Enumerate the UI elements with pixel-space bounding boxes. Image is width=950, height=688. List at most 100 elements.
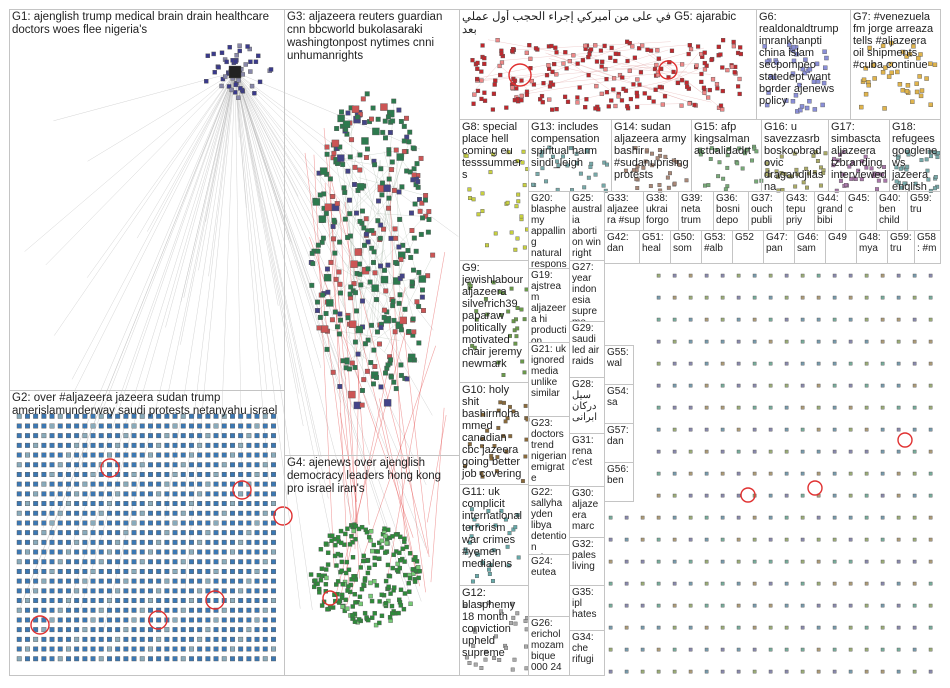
tiny-group-node	[721, 274, 724, 277]
tiny-group-node	[801, 450, 804, 453]
tiny-group-node	[881, 604, 884, 607]
tiny-group-node	[721, 560, 724, 563]
tiny-group-node	[737, 604, 740, 607]
tiny-group-node	[849, 670, 852, 673]
group-label-g32: G32: pales living	[572, 539, 602, 572]
tiny-group-node	[913, 362, 916, 365]
tiny-group-node	[689, 296, 692, 299]
tiny-group-node	[897, 384, 900, 387]
tiny-group-node	[673, 318, 676, 321]
tiny-group-node	[929, 670, 932, 673]
tiny-group-node	[673, 494, 676, 497]
group-label-g13: G13: includes compensation spiritual har…	[531, 121, 609, 169]
tiny-group-node	[849, 384, 852, 387]
group-label-g49: G49	[828, 232, 854, 243]
tiny-group-node	[673, 626, 676, 629]
tiny-group-node	[785, 516, 788, 519]
group-box-g9: G9: jewishlabour aljazeera silverrich39 …	[459, 260, 529, 383]
tiny-group-node	[657, 472, 660, 475]
tiny-group-node	[817, 648, 820, 651]
tiny-group-node	[865, 494, 868, 497]
group-box-g18: G18: refugees googlenews jazeera english	[889, 119, 941, 192]
tiny-group-node	[929, 604, 932, 607]
tiny-group-node	[929, 582, 932, 585]
tiny-group-node	[737, 670, 740, 673]
tiny-group-node	[673, 582, 676, 585]
tiny-group-node	[897, 648, 900, 651]
group-label-g52: G52	[735, 232, 761, 243]
tiny-group-node	[785, 428, 788, 431]
tiny-group-node	[881, 560, 884, 563]
tiny-group-node	[769, 516, 772, 519]
group-box-g20: G20: blasphemy appalling natural respons…	[528, 191, 570, 269]
tiny-group-node	[897, 340, 900, 343]
tiny-group-node	[657, 626, 660, 629]
tiny-group-node	[833, 428, 836, 431]
tiny-group-node	[913, 406, 916, 409]
group-box-g29: G29: saudi led air raids	[569, 321, 605, 378]
tiny-group-node	[881, 648, 884, 651]
tiny-group-node	[705, 582, 708, 585]
tiny-group-node	[641, 626, 644, 629]
tiny-group-node	[801, 472, 804, 475]
group-box-g22: G22: sallyhayden libya detention refugee…	[528, 485, 570, 555]
group-box-g27: G27: year indonesia supreme	[569, 260, 605, 322]
tiny-group-node	[705, 516, 708, 519]
tiny-group-node	[689, 560, 692, 563]
tiny-group-node	[753, 318, 756, 321]
group-box-g54: G54: sa	[604, 384, 634, 424]
group-box-g31: G31: rena c'est	[569, 433, 605, 487]
tiny-group-node	[801, 560, 804, 563]
tiny-group-node	[641, 516, 644, 519]
tiny-group-node	[801, 428, 804, 431]
tiny-group-node	[785, 626, 788, 629]
tiny-group-node	[865, 670, 868, 673]
tiny-group-node	[753, 384, 756, 387]
group-label-g39: G39: neta trum	[681, 193, 711, 226]
tiny-group-node	[737, 626, 740, 629]
tiny-group-node	[705, 296, 708, 299]
tiny-group-node	[881, 450, 884, 453]
tiny-group-node	[881, 406, 884, 409]
tiny-group-node	[897, 296, 900, 299]
tiny-group-node	[833, 274, 836, 277]
tiny-group-node	[849, 582, 852, 585]
tiny-group-node	[609, 582, 612, 585]
tiny-group-node	[657, 450, 660, 453]
tiny-group-node	[849, 626, 852, 629]
tiny-group-node	[753, 362, 756, 365]
tiny-group-node	[769, 538, 772, 541]
group-label-g55: G55: wal	[607, 347, 631, 369]
group-box-g58: G58: #m	[914, 230, 941, 264]
tiny-group-node	[769, 274, 772, 277]
group-label-g35: G35: ipl hates	[572, 587, 602, 620]
group-label-g41: G59: tru	[910, 193, 938, 215]
tiny-group-node	[801, 648, 804, 651]
tiny-group-node	[753, 274, 756, 277]
tiny-group-node	[769, 428, 772, 431]
group-label-g9: G9: jewishlabour aljazeera silverrich39 …	[462, 262, 526, 370]
tiny-group-node	[913, 428, 916, 431]
group-box-g24: G24: eutea	[528, 554, 570, 617]
tiny-group-node	[897, 538, 900, 541]
tiny-group-node	[769, 494, 772, 497]
group-box-g42: G42: dan	[604, 230, 640, 264]
tiny-group-node	[657, 428, 660, 431]
tiny-group-node	[737, 494, 740, 497]
group-box-g44: G44: grand bibi	[814, 191, 846, 231]
tiny-group-node	[817, 560, 820, 563]
group-label-g48: G48: mya	[859, 232, 885, 254]
tiny-group-node	[673, 516, 676, 519]
tiny-group-node	[721, 384, 724, 387]
tiny-group-node	[913, 296, 916, 299]
tiny-group-node	[865, 296, 868, 299]
group-label-g12: G12: blasphemy 18 month conviction uphel…	[462, 587, 526, 659]
group-label-g30: G30: aljazeera marc	[572, 488, 602, 532]
group-box-g4: G4: ajenews over ajenglish democracy lea…	[284, 455, 460, 676]
tiny-group-node	[881, 384, 884, 387]
tiny-group-node	[657, 296, 660, 299]
group-label-g18: G18: refugees googlenews jazeera english	[892, 121, 938, 192]
tiny-group-node	[753, 406, 756, 409]
group-label-g59: G59: tru	[890, 232, 912, 254]
tiny-highlight-ring	[808, 481, 822, 495]
